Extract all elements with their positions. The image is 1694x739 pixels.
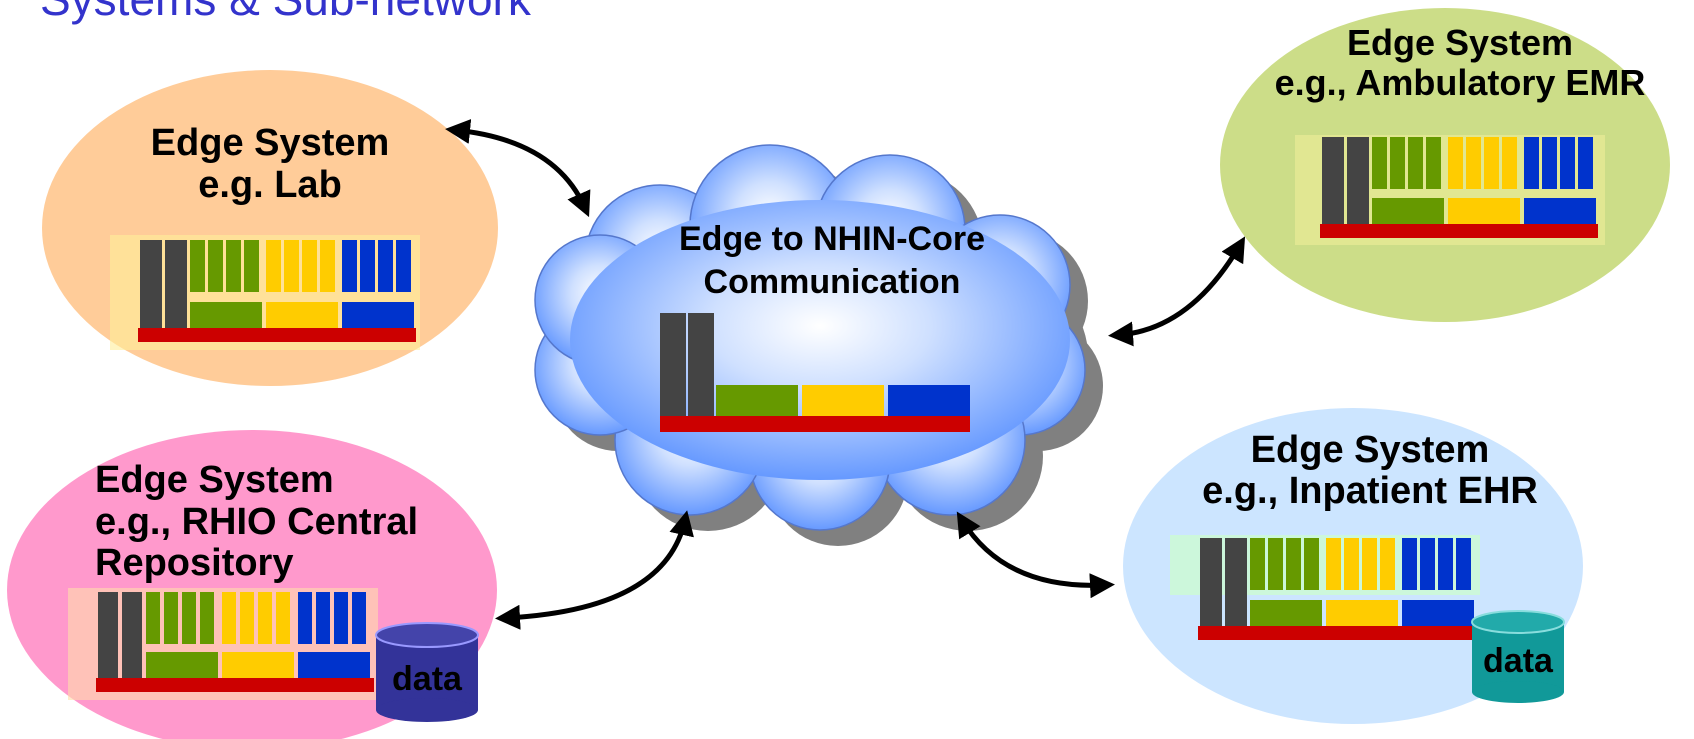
- arrow-rhio-cloud: [495, 510, 694, 630]
- amb-line2: e.g., Ambulatory EMR: [1275, 62, 1646, 103]
- lab-line2: e.g. Lab: [198, 164, 342, 206]
- slide-title: Systems & Sub-network: [40, 0, 531, 26]
- arrow-cloud-inpatient: [956, 511, 1115, 599]
- inpatient-db-label: data: [1483, 642, 1554, 680]
- rhio-line3: Repository: [95, 542, 293, 584]
- rhio-line1: Edge System: [95, 459, 334, 501]
- arrow-cloud-ambulatory: [1108, 236, 1246, 347]
- inpat-line2: e.g., Inpatient EHR: [1202, 470, 1538, 512]
- center-protocol-stack: [660, 313, 970, 432]
- inpatient-protocol-stack: [1170, 535, 1480, 640]
- lab-protocol-stack: [110, 235, 420, 350]
- arrow-lab-cloud: [445, 119, 591, 218]
- inpat-line1: Edge System: [1251, 429, 1490, 471]
- rhio-protocol-stack: [68, 588, 378, 700]
- center-line1: Edge to NHIN-Core: [679, 220, 985, 258]
- rhio-line2: e.g., RHIO Central: [95, 501, 418, 543]
- ambulatory-protocol-stack: [1295, 135, 1605, 245]
- lab-line1: Edge System: [151, 122, 390, 164]
- inpatient-database-icon: data: [1471, 610, 1565, 703]
- amb-line1: Edge System: [1347, 22, 1573, 63]
- rhio-database-icon: data: [375, 622, 479, 722]
- rhio-db-label: data: [392, 660, 463, 698]
- center-line2: Communication: [704, 263, 961, 301]
